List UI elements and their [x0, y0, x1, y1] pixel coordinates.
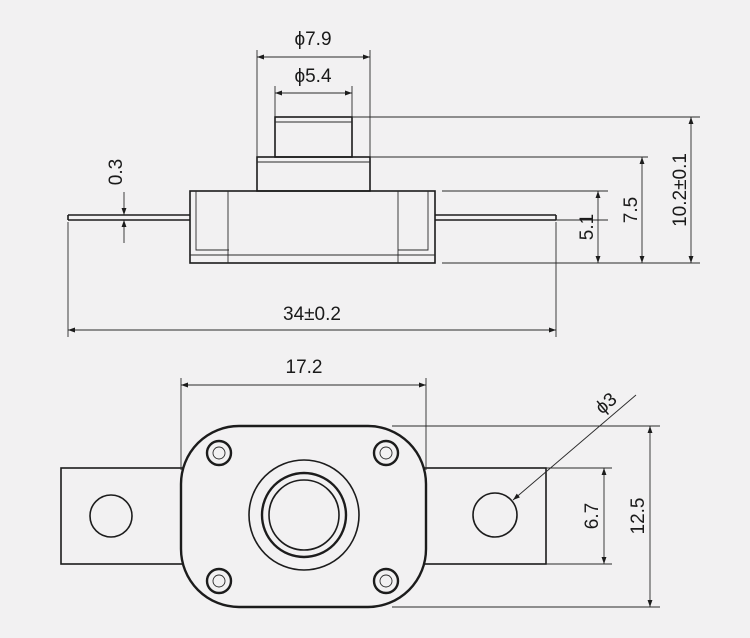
mounting-hole-left [89, 494, 133, 538]
switch-body [189, 190, 436, 264]
dim-body-width-label: 17.2 [286, 357, 323, 378]
corner-screw [205, 567, 233, 595]
dim-tab-width-label: 6.7 [582, 503, 603, 529]
side-view: ϕ7.9 ϕ5.4 0.3 5.1 7.5 [67, 29, 700, 337]
dim-hole-diameter: ϕ3 [512, 389, 637, 501]
dim-body-width: 17.2 [180, 357, 427, 470]
dim-outer-diameter: ϕ7.9 [256, 29, 371, 157]
dim-total-height: 10.2±0.1 [670, 117, 694, 263]
actuator-cap [274, 116, 353, 158]
actuator-button [248, 459, 360, 571]
dim-inner-diameter-label: ϕ5.4 [294, 66, 331, 87]
dim-base-height-label: 5.1 [577, 214, 598, 240]
dim-hole-diameter-label: ϕ3 [592, 389, 622, 419]
mounting-hole-right [472, 492, 518, 538]
top-view: 17.2 ϕ3 6.7 12.5 [60, 357, 660, 609]
terminal-right [435, 214, 557, 221]
corner-screw [205, 439, 233, 467]
dim-body-height: 7.5 [621, 157, 645, 263]
corner-screw [372, 439, 400, 467]
dim-body-height-label: 7.5 [621, 197, 642, 223]
dim-body-depth: 12.5 [628, 426, 653, 607]
terminal-left [67, 214, 190, 221]
switch-body-top [179, 424, 428, 609]
dim-tab-thickness: 0.3 [106, 159, 127, 243]
corner-screw [372, 567, 400, 595]
dim-overall-length: 34±0.2 [67, 222, 557, 337]
dim-outer-diameter-label: ϕ7.9 [294, 29, 331, 50]
dim-overall-length-label: 34±0.2 [283, 304, 341, 325]
dim-tab-thickness-label: 0.3 [106, 159, 127, 185]
tab-right [419, 467, 547, 565]
dim-tab-width: 6.7 [582, 468, 607, 564]
dim-total-height-label: 10.2±0.1 [670, 153, 691, 227]
dim-base-height: 5.1 [577, 191, 601, 263]
tab-left [60, 467, 188, 565]
dim-inner-diameter: ϕ5.4 [274, 66, 353, 117]
dim-body-depth-label: 12.5 [628, 498, 649, 535]
